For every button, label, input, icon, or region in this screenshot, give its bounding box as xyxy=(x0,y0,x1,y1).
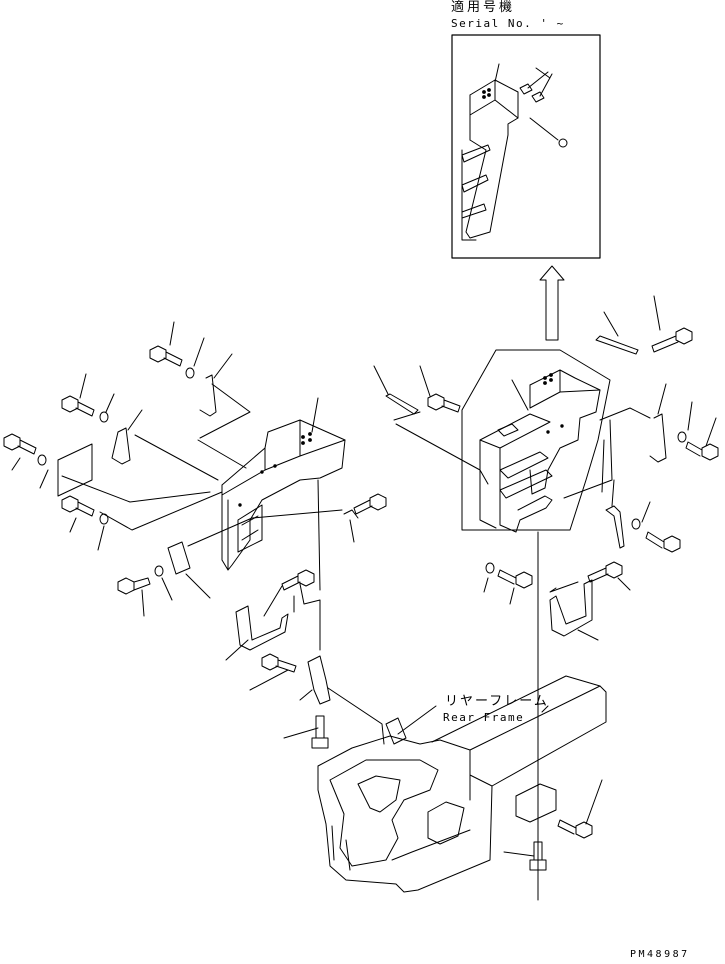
rear-frame-label-english: Rear Frame xyxy=(443,711,525,724)
lower-bracket xyxy=(550,580,592,636)
bolt xyxy=(646,532,680,552)
right-step-assembly xyxy=(374,296,718,900)
leader-line xyxy=(374,296,716,640)
bolt xyxy=(588,562,622,582)
plate xyxy=(58,444,92,496)
bolt xyxy=(652,328,692,352)
bolt xyxy=(4,434,36,454)
guide-line xyxy=(62,384,342,650)
bolt xyxy=(118,578,150,594)
rod xyxy=(596,336,638,354)
drawing-code: PM48987 xyxy=(630,949,690,960)
left-step-assembly xyxy=(4,322,386,748)
vertical-bolt xyxy=(530,842,546,870)
bolt xyxy=(354,494,386,514)
washer xyxy=(100,412,108,422)
small-clip xyxy=(344,510,358,518)
leader-line xyxy=(328,688,602,856)
washer xyxy=(486,563,494,573)
clip-pin xyxy=(112,428,130,464)
washer xyxy=(186,368,194,378)
serial-label-english: Serial No. ' ~ xyxy=(451,17,565,30)
assembly-outline xyxy=(462,350,610,530)
bolt xyxy=(150,346,182,366)
bolt xyxy=(686,442,718,460)
bolt xyxy=(282,570,314,590)
l-pin xyxy=(606,506,624,548)
gasket xyxy=(168,542,190,574)
vertical-bolt xyxy=(312,716,328,748)
bolt xyxy=(558,820,592,838)
bolt xyxy=(262,654,296,672)
inset-plug xyxy=(559,139,567,147)
inset-nut xyxy=(532,92,544,102)
washer xyxy=(38,455,46,465)
left-step-bracket xyxy=(222,420,345,570)
rear-frame-label-japanese: リヤーフレーム xyxy=(445,694,549,709)
detail-arrow xyxy=(540,266,564,340)
leader-line xyxy=(12,322,354,738)
bolt xyxy=(498,570,532,588)
clip-pin xyxy=(650,414,666,462)
bolt xyxy=(428,394,460,412)
bolt xyxy=(62,496,94,516)
inset-step-bracket xyxy=(466,80,518,238)
leader-line xyxy=(495,64,558,140)
rod xyxy=(386,394,418,414)
washer xyxy=(155,566,163,576)
clip-pin xyxy=(200,375,216,416)
lower-bracket xyxy=(308,656,330,704)
guide-line xyxy=(394,408,650,900)
serial-label-japanese: 適用号機 xyxy=(451,0,516,15)
inset-frame xyxy=(452,35,600,258)
right-step-bracket xyxy=(530,370,600,494)
inset-nut xyxy=(520,84,532,94)
washer xyxy=(632,519,640,529)
frame-bracket xyxy=(516,784,556,822)
lower-bracket xyxy=(236,606,288,650)
rear-frame xyxy=(318,676,606,892)
washer xyxy=(678,432,686,442)
bolt xyxy=(62,396,94,416)
serial-detail-inset xyxy=(452,35,600,258)
